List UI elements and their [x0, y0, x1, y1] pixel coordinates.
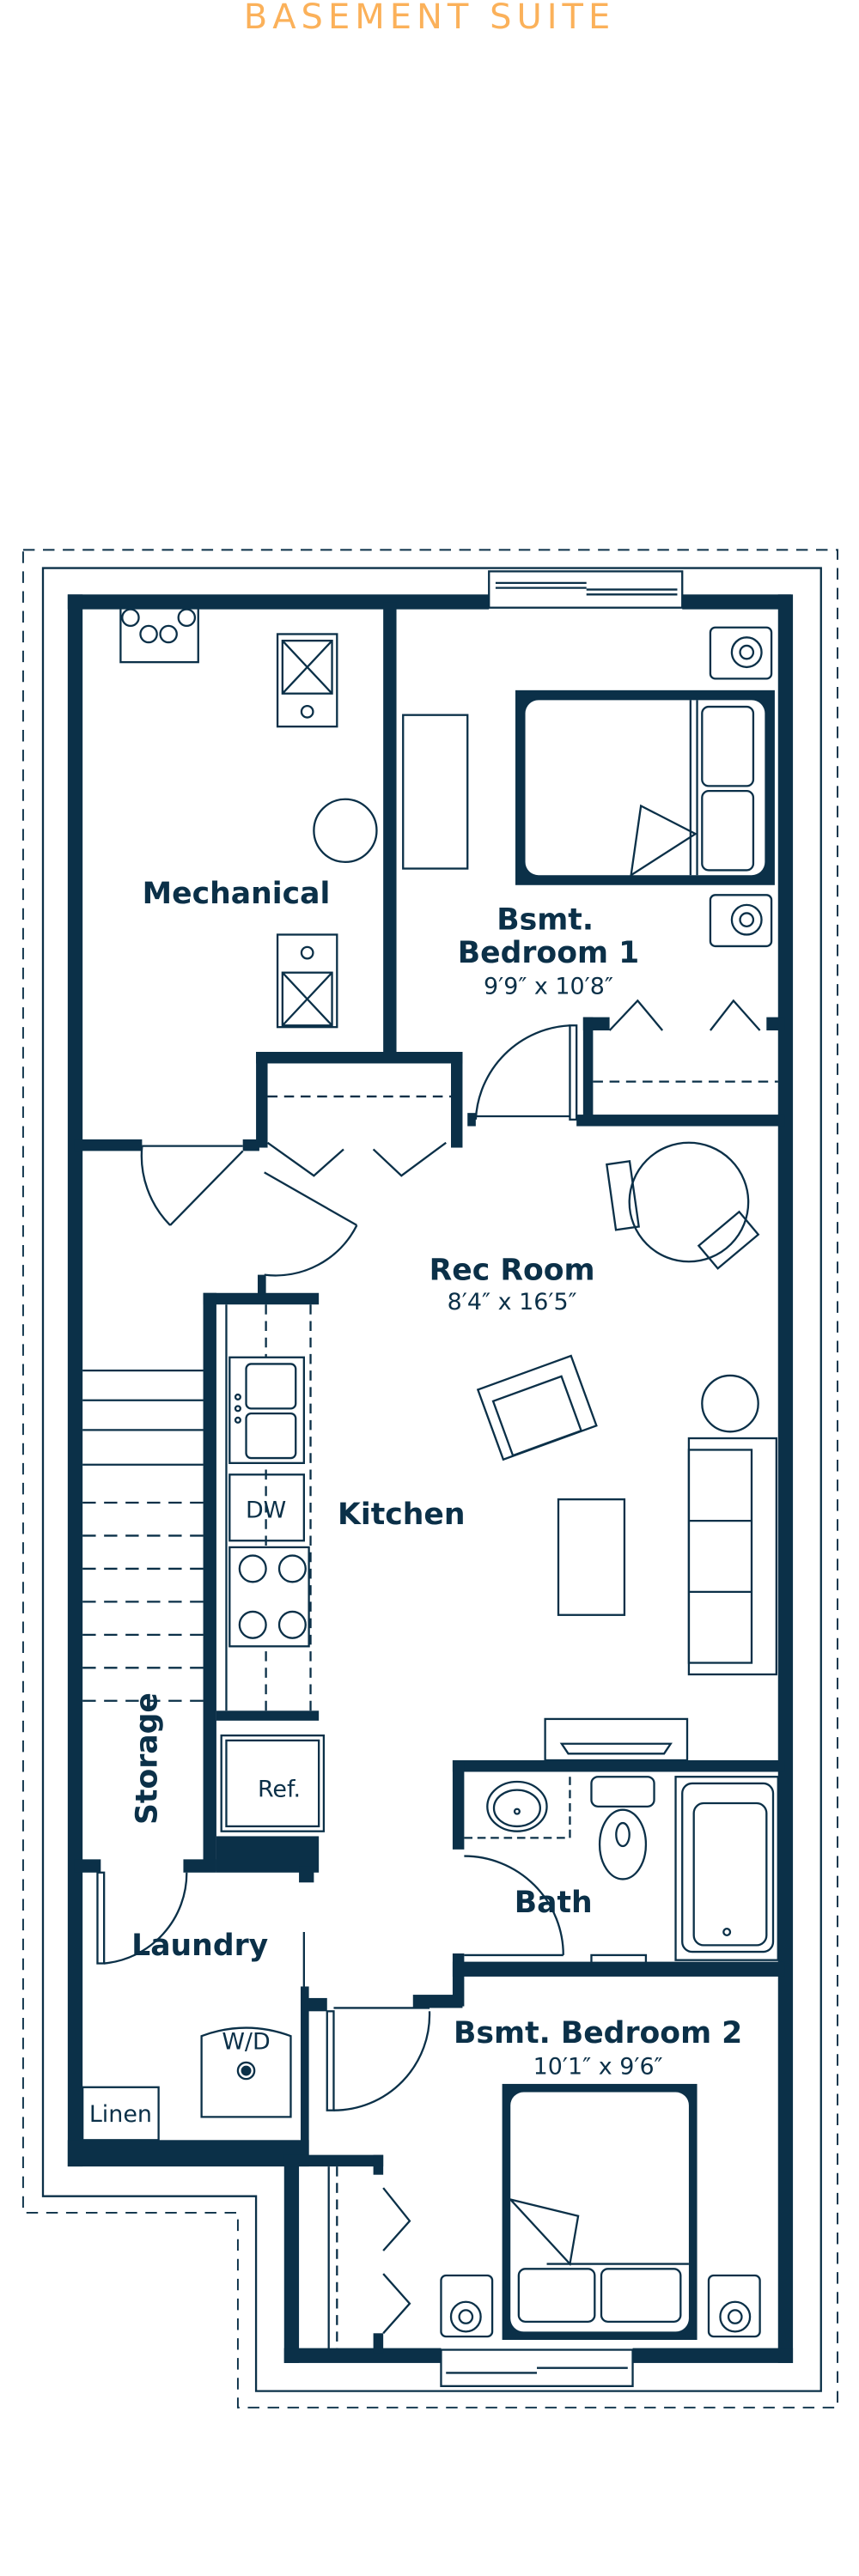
walls [67, 594, 794, 2363]
window-top [488, 570, 684, 609]
dishwasher-label: DW [246, 1497, 286, 1523]
plan-title: BASEMENT SUITE [243, 0, 616, 37]
bed-icon [502, 2083, 698, 2340]
room-label-bedroom1-line1: Bsmt. [497, 903, 594, 938]
sump-pit-icon [313, 798, 378, 864]
bathtub-icon [674, 1776, 779, 1961]
side-table-icon [701, 1374, 759, 1433]
toilet-icon [590, 1776, 655, 1880]
nightstand-icon [709, 626, 773, 680]
room-size-bedroom2: 10′1″ x 9′6″ [533, 2053, 663, 2080]
nightstand-icon [709, 894, 773, 948]
dining-table-icon [606, 1141, 760, 1270]
room-size-bedroom1: 9′9″ x 10′8″ [484, 974, 613, 1000]
dishwasher-icon [228, 1473, 305, 1542]
closet-bifold-door [266, 1095, 451, 1177]
bifold-closet-door [593, 999, 778, 1083]
nightstand-icon [440, 2274, 494, 2338]
water-heater-icon [119, 606, 199, 664]
window-bottom [440, 2348, 634, 2387]
mechanical-door [140, 1145, 244, 1226]
room-label-storage: Storage [131, 1692, 165, 1825]
furnace-icon [276, 933, 338, 1029]
bedroom1-door [474, 1024, 578, 1121]
bath-door [464, 1855, 648, 1966]
stove-icon [228, 1546, 310, 1648]
washer-dryer-label: W/D [222, 2029, 270, 2056]
exterior-outline [41, 567, 822, 2392]
stairs-icon [82, 1370, 204, 1702]
bedroom2-door [326, 2007, 431, 2111]
vanity-sink-icon [464, 1771, 571, 1839]
room-label-bath: Bath [515, 1886, 593, 1920]
room-label-laundry: Laundry [131, 1929, 268, 1963]
sink-icon [228, 1356, 305, 1464]
room-label-kitchen: Kitchen [338, 1498, 466, 1532]
room-label-bedroom2: Bsmt. Bedroom 2 [454, 2016, 742, 2050]
tv-console-icon [544, 1717, 689, 1762]
coffee-table-icon [557, 1498, 626, 1616]
nightstand-icon [707, 2274, 761, 2338]
dresser [402, 714, 469, 870]
fridge-label: Ref. [258, 1776, 301, 1802]
linen-closet [82, 2086, 160, 2142]
room-label-bedroom1-line2: Bedroom 1 [458, 936, 639, 970]
fridge-icon [220, 1735, 326, 1832]
room-size-rec-room: 8′4″ x 16′5″ [448, 1289, 577, 1315]
linen-label: Linen [89, 2101, 152, 2128]
laundry-door [96, 1871, 188, 1965]
bifold-closet-door [327, 2166, 411, 2352]
property-dashed-outline [21, 549, 838, 2409]
room-label-mechanical: Mechanical [143, 877, 331, 911]
room-label-rec-room: Rec Room [430, 1253, 595, 1287]
furnace-icon [276, 633, 338, 728]
armchair-icon [476, 1354, 598, 1461]
storage-door [264, 1171, 358, 1277]
sofa-icon [687, 1437, 777, 1676]
bed-icon [515, 690, 775, 885]
washer-dryer-icon [200, 2026, 292, 2118]
